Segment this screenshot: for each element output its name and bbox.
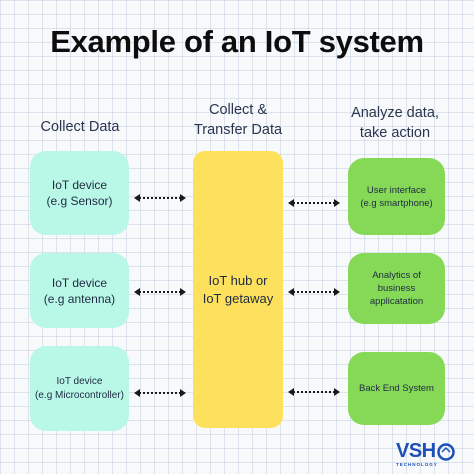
logo-globe-icon xyxy=(436,442,455,461)
hub-line1: IoT hub or xyxy=(208,272,268,288)
arrow-microcontroller-hub xyxy=(134,388,186,398)
iot-hub-node: IoT hub or IoT getaway xyxy=(193,151,283,428)
back-end-system-node: Back End System xyxy=(348,352,445,425)
collect-data-header-text: Collect Data xyxy=(40,119,120,135)
double-arrow-icon xyxy=(134,194,186,202)
double-arrow-icon xyxy=(288,388,340,396)
node-line2: business xyxy=(377,283,416,294)
iot-device-microcontroller-node: IoT device (e.g Microcontroller) xyxy=(30,346,129,431)
node-line2: (e.g Sensor) xyxy=(46,194,113,208)
double-arrow-icon xyxy=(134,288,186,296)
double-arrow-icon xyxy=(288,288,340,296)
logo-main-text: VSH xyxy=(396,440,436,462)
analyze-header-line1: Analyze data, xyxy=(351,105,439,121)
iot-device-sensor-node: IoT device (e.g Sensor) xyxy=(30,151,129,235)
double-arrow-icon xyxy=(288,199,340,207)
analyze-data-header: Analyze data, take action xyxy=(330,103,460,143)
vsh-technology-logo: VSH TECHNOLOGY xyxy=(396,440,466,470)
node-line2: (e.g Microcontroller) xyxy=(35,389,124,401)
iot-device-antenna-node: IoT device (e.g antenna) xyxy=(30,253,129,328)
user-interface-node: User interface (e.g smartphone) xyxy=(348,158,445,235)
node-line1: IoT device xyxy=(51,275,108,290)
logo-subtext: TECHNOLOGY xyxy=(396,462,438,467)
business-analytics-node: Analytics of business applicatation xyxy=(348,253,445,324)
node-line1: User interface xyxy=(366,184,427,196)
double-arrow-icon xyxy=(134,389,186,397)
logo-wordmark: VSH xyxy=(396,440,455,463)
arrow-sensor-hub xyxy=(134,193,186,203)
node-line1: Back End System xyxy=(359,383,434,394)
transfer-data-header: Collect & Transfer Data xyxy=(168,100,308,140)
node-line1: IoT device xyxy=(56,375,103,387)
node-line1: Analytics of xyxy=(372,270,421,281)
transfer-header-line2: Transfer Data xyxy=(193,122,283,138)
analyze-header-line2: take action xyxy=(359,125,431,141)
node-line1: IoT device xyxy=(51,178,108,192)
arrow-hub-back-end xyxy=(288,387,340,397)
transfer-header-line1: Collect & xyxy=(208,102,268,118)
collect-data-header: Collect Data xyxy=(20,117,140,137)
node-line2: (e.g smartphone) xyxy=(360,197,433,209)
arrow-antenna-hub xyxy=(134,287,186,297)
page-title: Example of an IoT system xyxy=(50,24,424,59)
node-line3: applicatation xyxy=(369,296,424,307)
arrow-hub-user-interface xyxy=(288,198,340,208)
node-line2: (e.g antenna) xyxy=(43,291,116,306)
hub-line2: IoT getaway xyxy=(202,290,274,306)
arrow-hub-analytics xyxy=(288,287,340,297)
